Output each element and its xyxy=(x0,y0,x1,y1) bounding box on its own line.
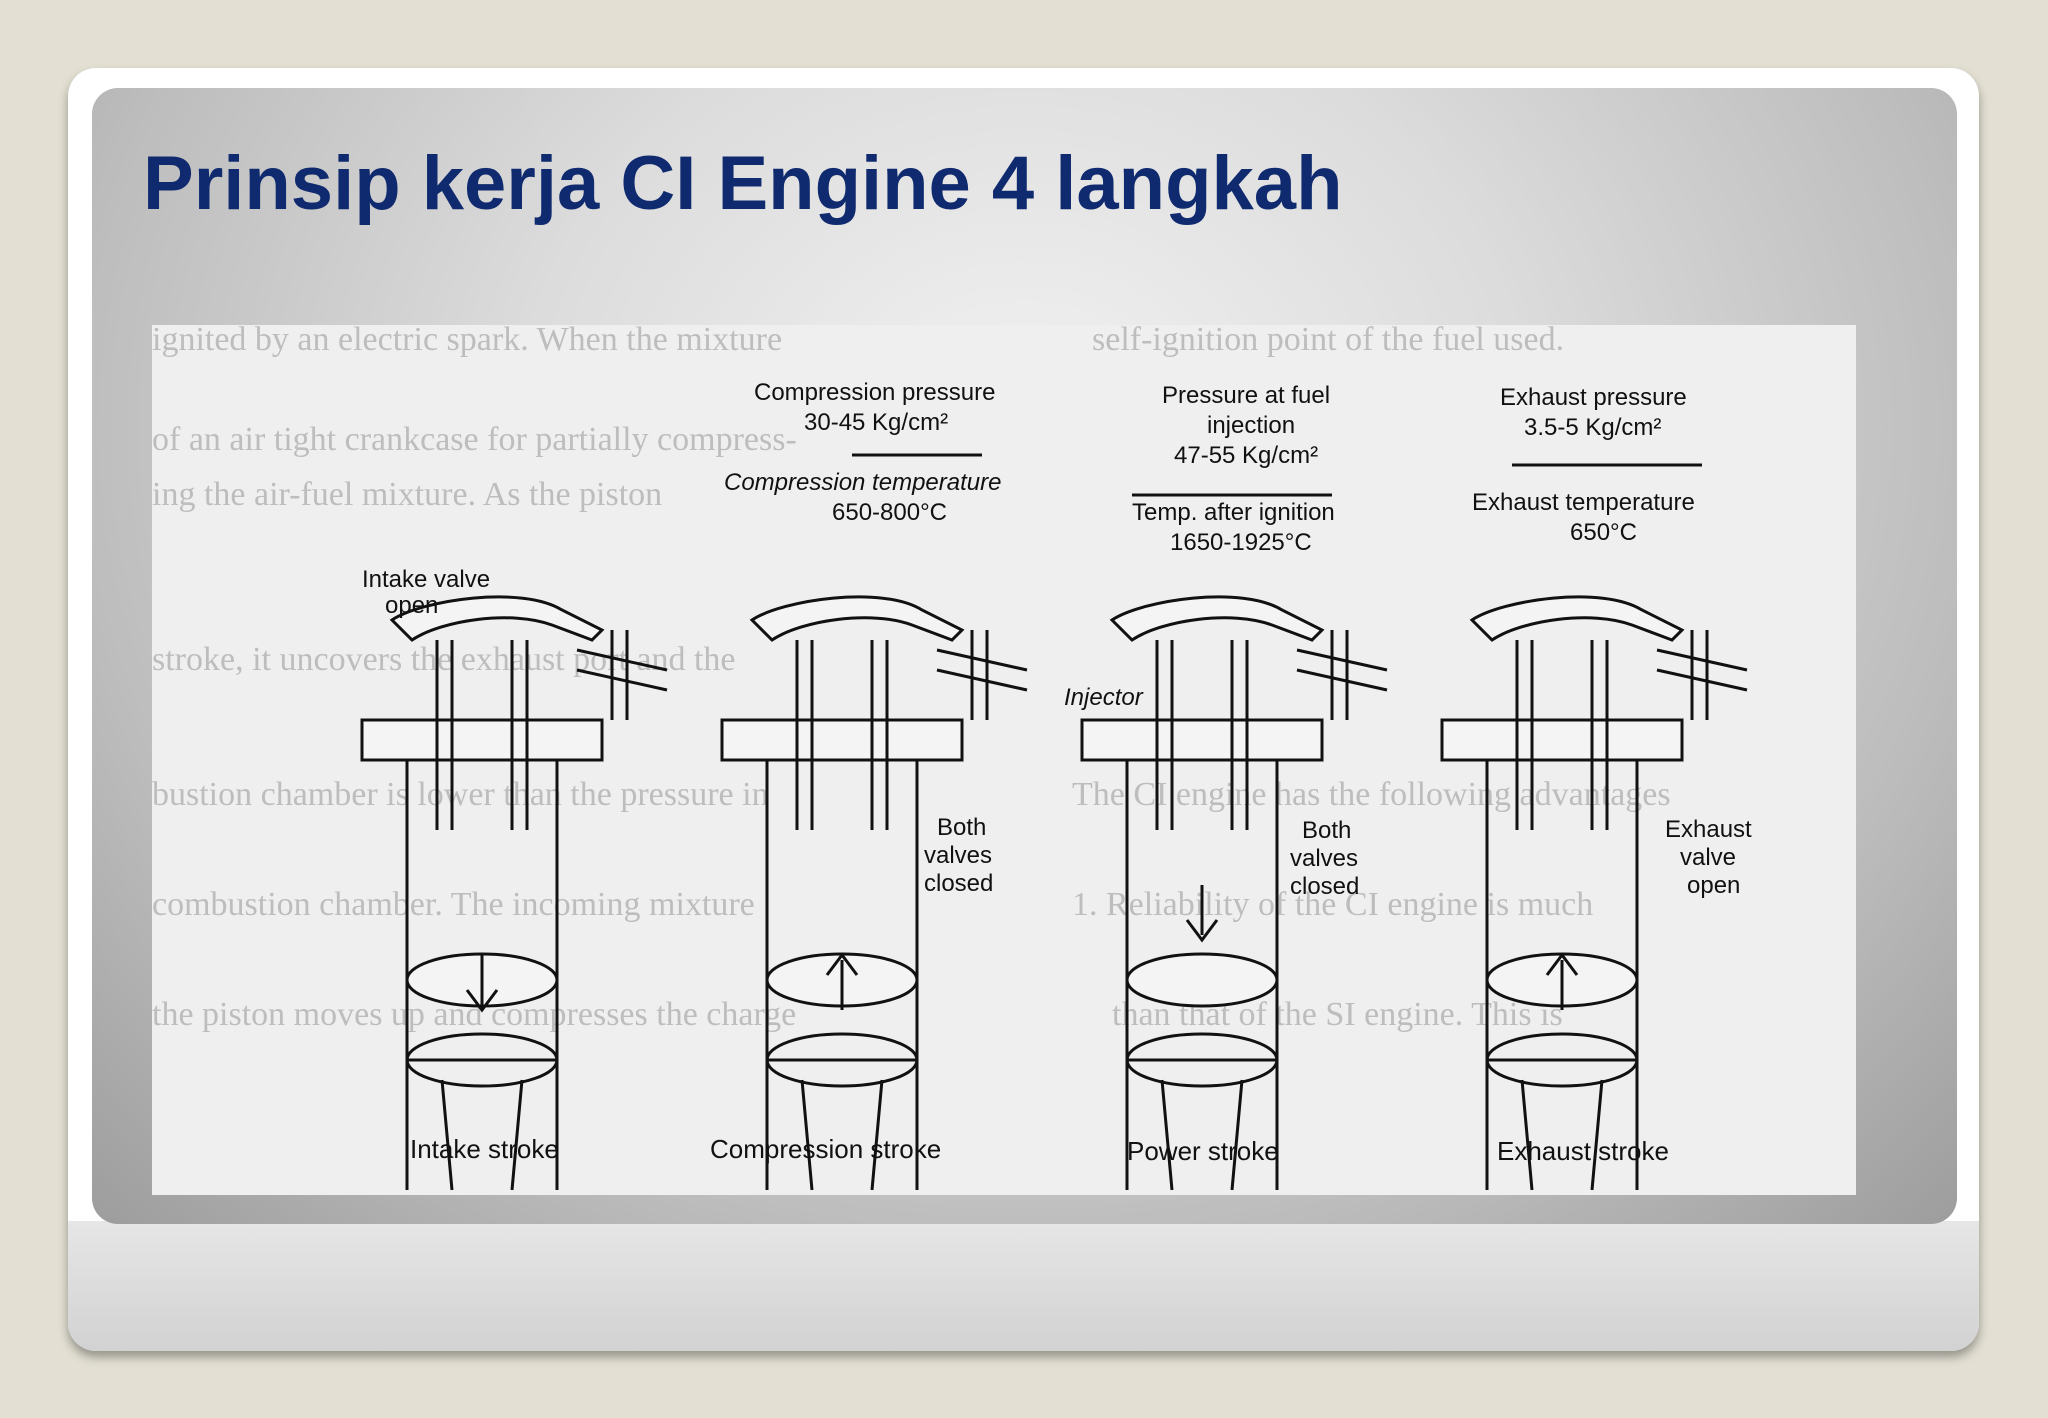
power-header-2: injection xyxy=(1207,412,1295,439)
exhaust-header-4: 650°C xyxy=(1570,519,1637,546)
compression-note-2: valves xyxy=(924,842,992,869)
down-arrow-icon xyxy=(465,955,499,1013)
power-header-5: 1650-1925°C xyxy=(1170,529,1312,556)
power-note-1: Both xyxy=(1302,817,1351,844)
intake-note-1: Intake valve xyxy=(362,566,490,593)
up-arrow-icon xyxy=(825,952,859,1010)
slide-card-footer xyxy=(68,1221,1979,1351)
exhaust-note-3: open xyxy=(1687,872,1740,899)
svg-text:of an air tight crankcase for: of an air tight crankcase for partially … xyxy=(152,421,797,458)
diagram-svg: ignited by an electric spark. When the m… xyxy=(152,325,1752,1192)
power-injector-label: Injector xyxy=(1064,684,1144,711)
exhaust-note-1: Exhaust xyxy=(1665,816,1752,843)
svg-text:combustion chamber. The incomi: combustion chamber. The incoming mixture xyxy=(152,886,755,923)
svg-text:self-ignition point of the fue: self-ignition point of the fuel used. xyxy=(1092,325,1564,358)
power-header-4: Temp. after ignition xyxy=(1132,499,1335,526)
power-note-2: valves xyxy=(1290,845,1358,872)
compression-header-2: 30-45 Kg/cm² xyxy=(804,409,948,436)
svg-text:The CI engine has the followin: The CI engine has the following advantag… xyxy=(1072,776,1671,813)
intake-note-2: open xyxy=(385,592,438,619)
down-arrow-icon xyxy=(1185,885,1219,943)
slide-title: Prinsip kerja CI Engine 4 langkah xyxy=(143,141,1343,226)
background-text: ignited by an electric spark. When the m… xyxy=(152,325,1671,1033)
up-arrow-icon xyxy=(1545,952,1579,1010)
exhaust-header-2: 3.5-5 Kg/cm² xyxy=(1524,414,1661,441)
compression-note-1: Both xyxy=(937,814,986,841)
power-caption: Power stroke xyxy=(1127,1136,1279,1166)
power-note-3: closed xyxy=(1290,873,1359,900)
exhaust-header-1: Exhaust pressure xyxy=(1500,384,1687,411)
compression-header-4: 650-800°C xyxy=(832,499,947,526)
power-header-3: 47-55 Kg/cm² xyxy=(1174,442,1318,469)
svg-text:stroke, it uncovers the exhaus: stroke, it uncovers the exhaust port and… xyxy=(152,641,736,678)
intake-caption: Intake stroke xyxy=(410,1134,559,1164)
exhaust-note-2: valve xyxy=(1680,844,1736,871)
compression-note-3: closed xyxy=(924,870,993,897)
power-header-1: Pressure at fuel xyxy=(1162,382,1330,409)
svg-text:bustion chamber is lower than: bustion chamber is lower than the pressu… xyxy=(152,776,769,813)
svg-text:ignited by an electric spark.: ignited by an electric spark. When the m… xyxy=(152,325,782,358)
compression-header-3: Compression temperature xyxy=(724,469,1001,496)
svg-text:ing the air-fuel mixture. As t: ing the air-fuel mixture. As the piston xyxy=(152,476,662,513)
svg-text:1. Reliability of the CI engin: 1. Reliability of the CI engine is much xyxy=(1072,886,1593,923)
exhaust-header-3: Exhaust temperature xyxy=(1472,489,1695,516)
four-stroke-diagram: ignited by an electric spark. When the m… xyxy=(152,325,1856,1195)
exhaust-caption: Exhaust stroke xyxy=(1497,1136,1669,1166)
compression-header-1: Compression pressure xyxy=(754,379,995,406)
compression-caption: Compression stroke xyxy=(710,1134,941,1164)
